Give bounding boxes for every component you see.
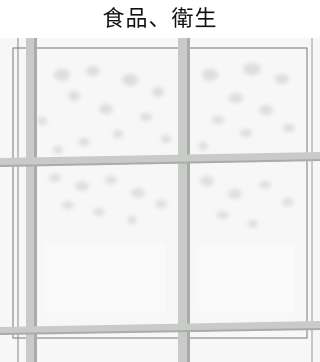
middle-horizontal-bar-shadow (0, 159, 320, 167)
bottom-horizontal-bar (0, 321, 320, 335)
left-vertical-bar (26, 38, 37, 362)
caption-title: 食品、衛生 (102, 7, 218, 32)
middle-horizontal-bar (0, 152, 320, 167)
center-vertical-bar-shadow (187, 38, 190, 362)
bottom-horizontal-bar-shadow (0, 328, 320, 335)
left-vertical-bar-shadow (34, 38, 37, 362)
outer-frame-line (12, 47, 308, 339)
glass-highlights (45, 243, 294, 313)
window-photo (0, 38, 320, 362)
glass-background (0, 38, 320, 362)
window-illustration (0, 38, 320, 362)
vertical-frame-bars (26, 38, 190, 362)
horizontal-frame-bars (0, 152, 320, 335)
frost-spots-top (37, 63, 295, 154)
frost-spots-middle (49, 174, 294, 228)
